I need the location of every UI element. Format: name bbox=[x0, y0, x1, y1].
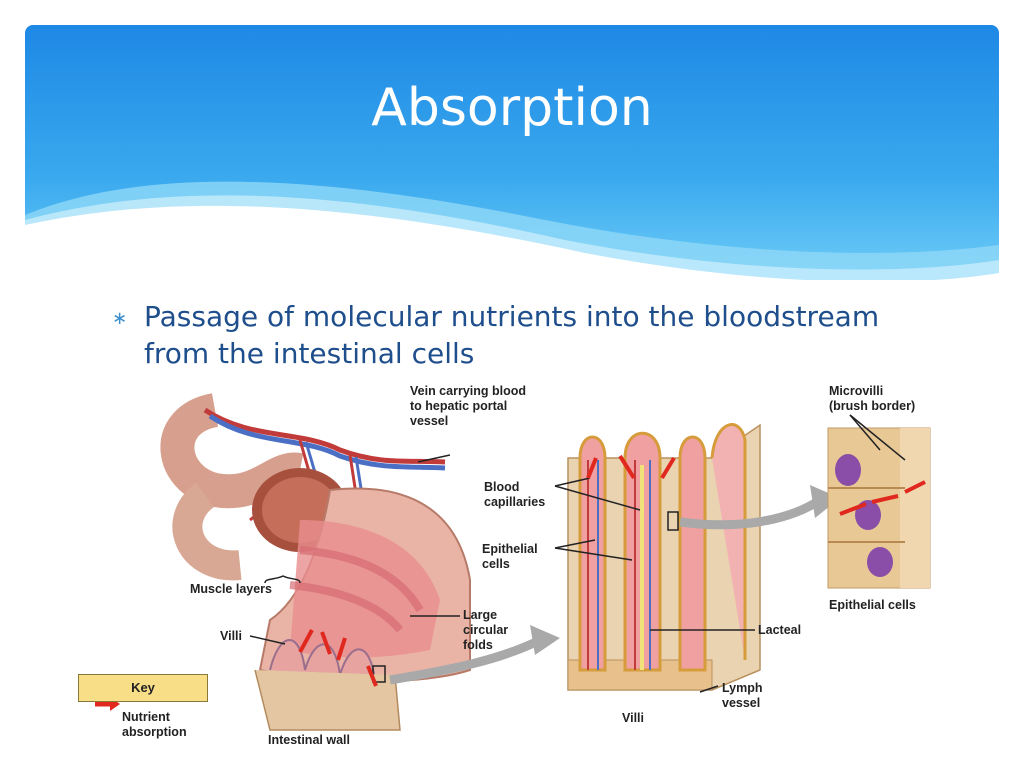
label-villi-left: Villi bbox=[220, 629, 243, 643]
figure-illustration bbox=[95, 393, 931, 731]
label-microvilli: Microvilli (brush border) bbox=[829, 384, 916, 413]
intestine-loop-shape-2 bbox=[172, 482, 242, 581]
label-intestinal-wall: Intestinal wall bbox=[268, 733, 350, 747]
label-lacteal: Lacteal bbox=[758, 623, 802, 637]
nutrient-arrows bbox=[95, 454, 926, 711]
label-villi-bottom: Villi bbox=[622, 711, 645, 725]
label-epithelial-cells-mid: Epithelial cells bbox=[482, 542, 538, 571]
bullet-text: Passage of molecular nutrients into the … bbox=[144, 300, 880, 370]
zoom-box-right bbox=[667, 511, 679, 531]
key-header: Key bbox=[78, 674, 208, 702]
label-large-circular-folds: Large circular folds bbox=[463, 608, 509, 652]
label-lymph-vessel: Lymph vessel bbox=[722, 681, 763, 710]
label-blood-capillaries: Blood capillaries bbox=[484, 480, 546, 509]
label-muscle-layers: Muscle layers bbox=[190, 582, 272, 596]
key-nutrient-absorption: Nutrient absorption bbox=[122, 710, 187, 739]
header-wave-graphic bbox=[25, 25, 999, 280]
label-epithelial-cells-right: Epithelial cells bbox=[829, 598, 916, 612]
bullet-asterisk-icon: ∗ bbox=[112, 308, 128, 329]
label-vein: Vein carrying blood to hepatic portal ve… bbox=[410, 384, 526, 428]
slide-title: Absorption bbox=[371, 78, 653, 138]
header-band bbox=[25, 25, 999, 280]
intestine-absorption-figure: Vein carrying blood to hepatic portal ve… bbox=[0, 370, 1024, 768]
